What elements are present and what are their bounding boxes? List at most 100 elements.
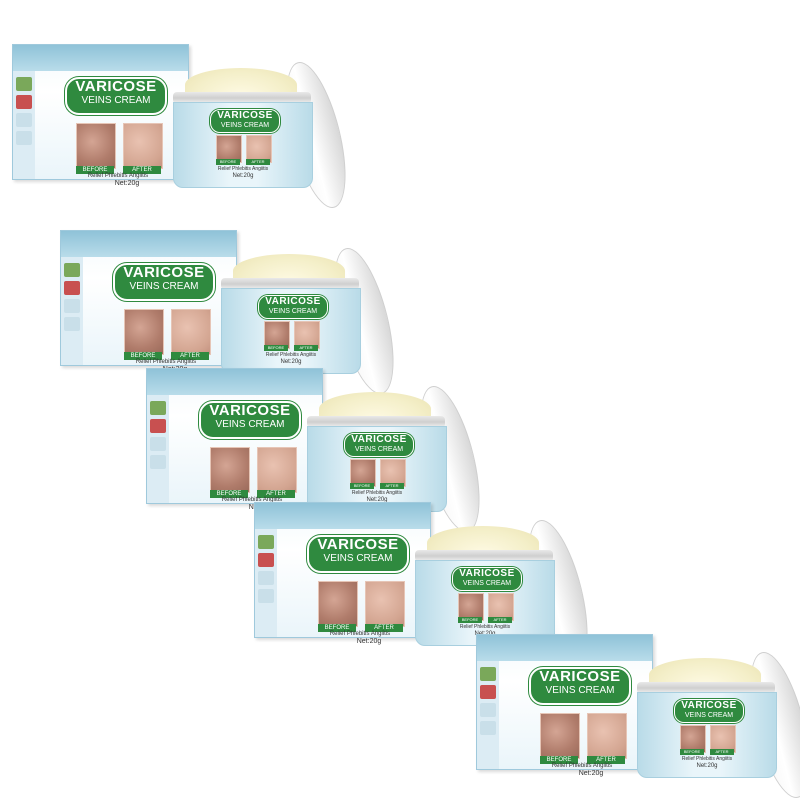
product-set: VARICOSE VEINS CREAM BEFORE AFTER Relief… bbox=[12, 28, 358, 214]
jar-brand-badge: VARICOSE VEINS CREAM bbox=[674, 699, 744, 723]
brand-badge: VARICOSE VEINS CREAM bbox=[307, 535, 409, 573]
box-top-panel bbox=[13, 45, 188, 71]
box-subtitle: Relief Phlebitis Angiitis bbox=[135, 359, 197, 365]
cream-jar: VARICOSE VEINS CREAM BEFORE AFTER Relief… bbox=[167, 56, 358, 214]
jar-after-label: AFTER bbox=[488, 617, 512, 623]
after-label: AFTER bbox=[171, 352, 209, 360]
jar-brand-line-2: VEINS CREAM bbox=[220, 122, 270, 129]
product-box: VARICOSE VEINS CREAM BEFORE AFTER Relief… bbox=[254, 502, 431, 638]
jar-brand-badge: VARICOSE VEINS CREAM bbox=[210, 109, 280, 133]
brand-line-1: VARICOSE bbox=[539, 668, 621, 685]
jar-after-label: AFTER bbox=[294, 345, 318, 351]
box-net-weight: Net:20g bbox=[114, 180, 140, 187]
product-box: VARICOSE VEINS CREAM BEFORE AFTER Relief… bbox=[146, 368, 323, 504]
before-image bbox=[76, 123, 116, 169]
after-label: AFTER bbox=[123, 166, 161, 174]
box-top-panel bbox=[255, 503, 430, 529]
jar-rim bbox=[637, 682, 775, 694]
jar-brand-line-2: VEINS CREAM bbox=[354, 446, 404, 453]
jar-after-label: AFTER bbox=[246, 159, 270, 165]
brand-line-2: VEINS CREAM bbox=[323, 553, 393, 564]
brand-line-2: VEINS CREAM bbox=[545, 685, 615, 696]
jar-rim bbox=[307, 416, 445, 428]
after-image bbox=[587, 713, 627, 759]
jar-brand-line-1: VARICOSE bbox=[459, 568, 515, 579]
box-side-panel bbox=[61, 257, 83, 365]
box-net-weight: Net:20g bbox=[356, 638, 382, 645]
brand-line-2: VEINS CREAM bbox=[129, 281, 199, 292]
box-net-weight: Net:20g bbox=[578, 770, 604, 777]
before-label: BEFORE bbox=[318, 624, 356, 632]
jar-subtitle: Relief Phlebitis Angiitis bbox=[217, 166, 269, 172]
jar-before-image bbox=[458, 593, 484, 621]
product-set: VARICOSE VEINS CREAM BEFORE AFTER Relief… bbox=[254, 486, 600, 672]
jar-brand-badge: VARICOSE VEINS CREAM bbox=[258, 295, 328, 319]
jar-brand-line-2: VEINS CREAM bbox=[462, 580, 512, 587]
jar-brand-line-1: VARICOSE bbox=[217, 110, 273, 121]
product-box: VARICOSE VEINS CREAM BEFORE AFTER Relief… bbox=[60, 230, 237, 366]
brand-line-1: VARICOSE bbox=[317, 536, 399, 553]
jar-before-label: BEFORE bbox=[216, 159, 240, 165]
after-image bbox=[257, 447, 297, 493]
jar-net-weight: Net:20g bbox=[232, 173, 254, 179]
jar-brand-line-1: VARICOSE bbox=[351, 434, 407, 445]
product-set: VARICOSE VEINS CREAM BEFORE AFTER Relief… bbox=[146, 352, 492, 538]
jar-brand-badge: VARICOSE VEINS CREAM bbox=[344, 433, 414, 457]
brand-line-1: VARICOSE bbox=[75, 78, 157, 95]
box-side-panel bbox=[255, 529, 277, 637]
before-image bbox=[318, 581, 358, 627]
box-subtitle: Relief Phlebitis Angiitis bbox=[329, 631, 391, 637]
jar-before-label: BEFORE bbox=[458, 617, 482, 623]
jar-after-label: AFTER bbox=[380, 483, 404, 489]
jar-brand-line-1: VARICOSE bbox=[265, 296, 321, 307]
after-label: AFTER bbox=[257, 490, 295, 498]
brand-badge: VARICOSE VEINS CREAM bbox=[113, 263, 215, 301]
jar-before-image bbox=[264, 321, 290, 349]
cream-jar: VARICOSE VEINS CREAM BEFORE AFTER Relief… bbox=[631, 646, 800, 804]
jar-after-image bbox=[246, 135, 272, 163]
jar-body: VARICOSE VEINS CREAM BEFORE AFTER Relief… bbox=[173, 102, 313, 188]
before-image bbox=[124, 309, 164, 355]
brand-line-2: VEINS CREAM bbox=[215, 419, 285, 430]
brand-line-1: VARICOSE bbox=[209, 402, 291, 419]
cream-jar: VARICOSE VEINS CREAM BEFORE AFTER Relief… bbox=[301, 380, 492, 538]
jar-body: VARICOSE VEINS CREAM BEFORE AFTER Relief… bbox=[307, 426, 447, 512]
jar-body: VARICOSE VEINS CREAM BEFORE AFTER Relief… bbox=[637, 692, 777, 778]
jar-net-weight: Net:20g bbox=[280, 359, 302, 365]
brand-badge: VARICOSE VEINS CREAM bbox=[199, 401, 301, 439]
after-label: AFTER bbox=[587, 756, 625, 764]
before-label: BEFORE bbox=[76, 166, 114, 174]
jar-rim bbox=[415, 550, 553, 562]
jar-net-weight: Net:20g bbox=[696, 763, 718, 769]
jar-body: VARICOSE VEINS CREAM BEFORE AFTER Relief… bbox=[221, 288, 361, 374]
jar-before-label: BEFORE bbox=[264, 345, 288, 351]
box-side-panel bbox=[477, 661, 499, 769]
jar-after-image bbox=[380, 459, 406, 487]
after-label: AFTER bbox=[365, 624, 403, 632]
brand-badge: VARICOSE VEINS CREAM bbox=[529, 667, 631, 705]
before-label: BEFORE bbox=[540, 756, 578, 764]
product-box: VARICOSE VEINS CREAM BEFORE AFTER Relief… bbox=[476, 634, 653, 770]
before-label: BEFORE bbox=[210, 490, 248, 498]
jar-before-label: BEFORE bbox=[680, 749, 704, 755]
box-subtitle: Relief Phlebitis Angiitis bbox=[221, 497, 283, 503]
jar-subtitle: Relief Phlebitis Angiitis bbox=[351, 490, 403, 496]
box-top-panel bbox=[147, 369, 322, 395]
product-set: VARICOSE VEINS CREAM BEFORE AFTER Relief… bbox=[60, 214, 406, 400]
brand-badge: VARICOSE VEINS CREAM bbox=[65, 77, 167, 115]
box-subtitle: Relief Phlebitis Angiitis bbox=[551, 763, 613, 769]
jar-after-label: AFTER bbox=[710, 749, 734, 755]
jar-rim bbox=[173, 92, 311, 104]
after-image bbox=[123, 123, 163, 169]
after-image bbox=[171, 309, 211, 355]
brand-line-2: VEINS CREAM bbox=[81, 95, 151, 106]
box-subtitle: Relief Phlebitis Angiitis bbox=[87, 173, 149, 179]
product-set: VARICOSE VEINS CREAM BEFORE AFTER Relief… bbox=[476, 618, 800, 804]
jar-rim bbox=[221, 278, 359, 290]
jar-before-label: BEFORE bbox=[350, 483, 374, 489]
jar-net-weight: Net:20g bbox=[366, 497, 388, 503]
brand-line-1: VARICOSE bbox=[123, 264, 205, 281]
box-top-panel bbox=[61, 231, 236, 257]
jar-subtitle: Relief Phlebitis Angiitis bbox=[459, 624, 511, 630]
jar-after-image bbox=[488, 593, 514, 621]
